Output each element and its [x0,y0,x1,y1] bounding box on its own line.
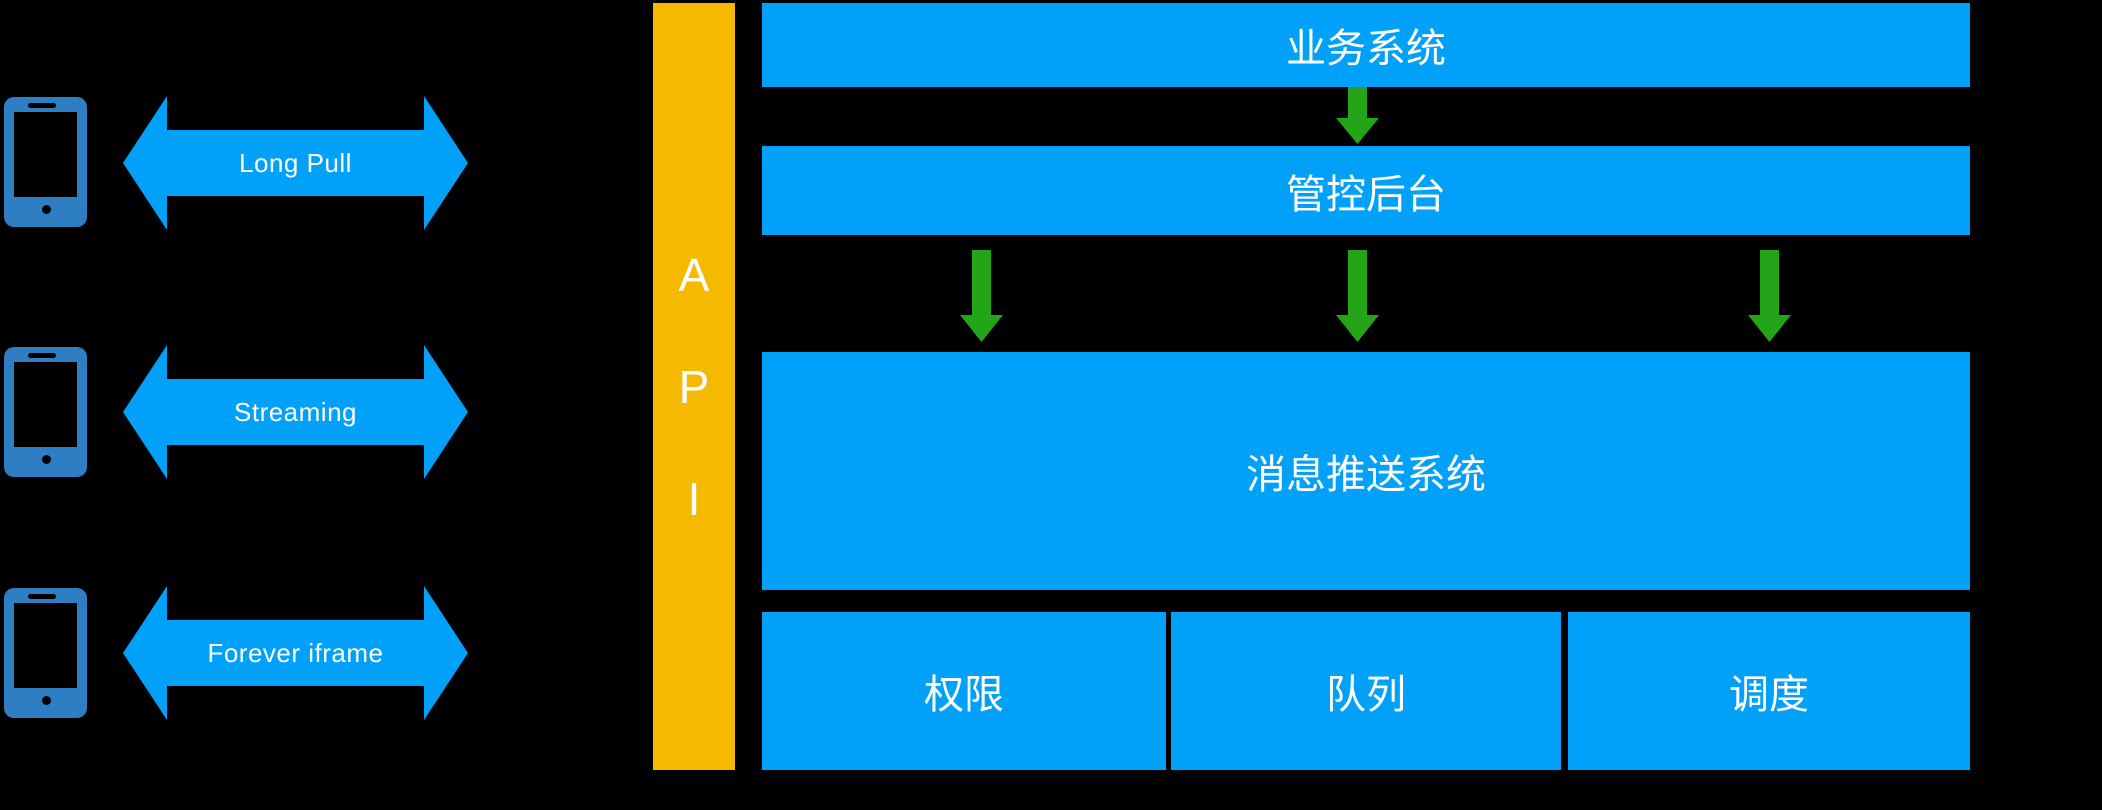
forever-iframe-arrow: Forever iframe [123,586,468,720]
phone-home-button [41,205,51,214]
down-arrow-icon [1748,250,1791,342]
box-message-push-system: 消息推送系统 [762,352,1970,590]
phone-screen [14,603,77,688]
long-pull-arrow: Long Pull [123,96,468,230]
channel-label: Streaming [234,396,357,427]
phone-screen [14,112,77,197]
phone-speaker [28,353,56,358]
mobile-device-icon [4,588,87,718]
box-business-system: 业务系统 [762,3,1970,87]
channel-label: Long Pull [239,147,352,178]
down-arrow-icon [1336,250,1379,342]
down-arrow-icon [960,250,1003,342]
box-label: 权限 [924,673,1004,717]
streaming-arrow: Streaming [123,345,468,479]
phone-speaker [28,103,56,108]
box-label: 业务系统 [1286,27,1446,71]
box-module-permissions: 权限 [762,612,1166,770]
phone-home-button [41,455,51,464]
phone-speaker [28,594,56,599]
box-label: 调度 [1729,673,1809,717]
api-letter: I [687,472,701,525]
box-module-queue: 队列 [1171,612,1561,770]
channel-label: Forever iframe [207,637,384,668]
phone-screen [14,362,77,447]
api-letter: A [678,248,710,301]
api-letter: P [678,360,710,413]
box-module-scheduling: 调度 [1568,612,1970,770]
down-arrow-icon [1336,87,1379,144]
phone-home-button [41,696,51,705]
box-label: 消息推送系统 [1246,453,1486,497]
box-label: 管控后台 [1286,172,1446,217]
box-control-backend: 管控后台 [762,146,1970,235]
api-bar: A P I [653,3,735,770]
mobile-device-icon [4,97,87,227]
box-label: 队列 [1326,673,1406,717]
mobile-device-icon [4,347,87,477]
